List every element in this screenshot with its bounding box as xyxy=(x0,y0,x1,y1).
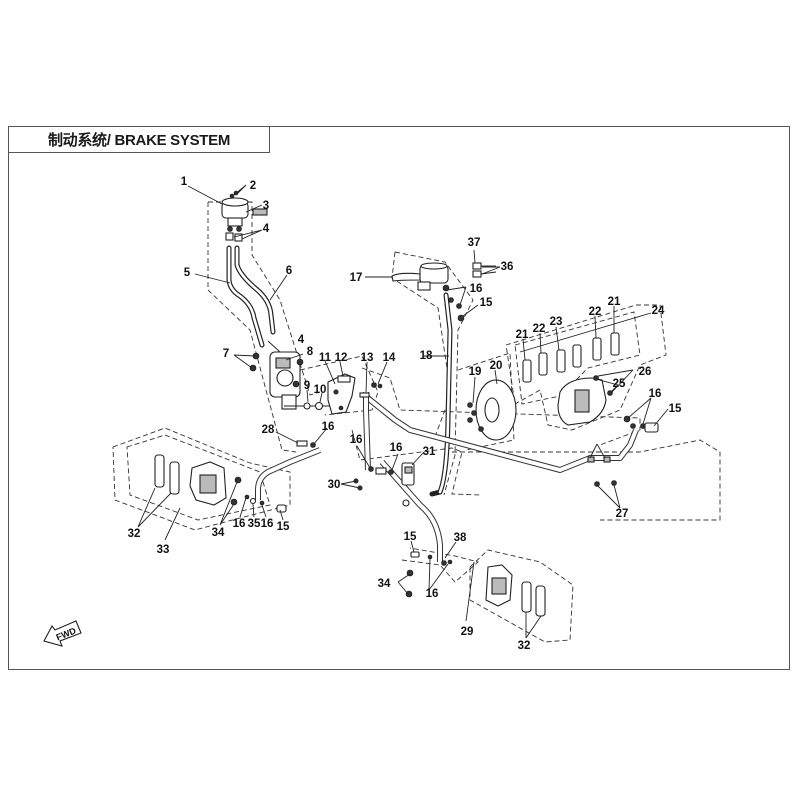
callout-4-upper: 4 xyxy=(263,223,270,235)
title-box: 制动系统/ BRAKE SYSTEM xyxy=(8,126,270,153)
handlebar-master-cylinder xyxy=(391,262,497,322)
callout-15-left: 15 xyxy=(277,521,290,533)
callout-16-left-a: 16 xyxy=(233,518,246,530)
callout-7: 7 xyxy=(223,348,229,360)
outline-pipe-bracket xyxy=(299,355,379,416)
callout-labels: 1 2 3 4 5 6 4 7 8 9 10 11 12 13 14 15 16… xyxy=(128,176,682,652)
hoses-and-pipes xyxy=(226,245,639,562)
outline-master-cylinder xyxy=(394,251,474,496)
forward-direction-arrow: FWD xyxy=(43,620,82,647)
callout-23: 23 xyxy=(550,316,563,328)
callout-27: 27 xyxy=(616,508,629,520)
callout-16-left-b: 16 xyxy=(261,518,274,530)
brake-fluid-reservoir xyxy=(221,190,268,242)
callout-16-valve-left: 16 xyxy=(350,434,363,446)
leader-lines-rear xyxy=(519,306,669,509)
callout-6: 6 xyxy=(286,265,292,277)
callout-18: 18 xyxy=(420,350,433,362)
callout-17: 17 xyxy=(350,272,363,284)
diagram-title: 制动系统/ BRAKE SYSTEM xyxy=(47,132,231,149)
reservoir-hose-6-core xyxy=(235,246,275,334)
callout-32-left: 32 xyxy=(128,528,141,540)
proportioning-valve xyxy=(353,462,415,507)
leader-lines-upper xyxy=(187,184,501,404)
rear-brake-pipe-core xyxy=(362,393,638,472)
outline-master-cylinder-left xyxy=(391,251,449,435)
callout-1: 1 xyxy=(181,176,188,188)
callout-14: 14 xyxy=(383,352,396,364)
callout-38: 38 xyxy=(454,532,467,544)
callout-12: 12 xyxy=(335,352,348,364)
callout-2: 2 xyxy=(250,180,256,192)
parts xyxy=(154,190,659,617)
right-front-pipe-core xyxy=(380,460,442,562)
outline-rear-pads xyxy=(514,311,641,405)
fwd-arrow-icon xyxy=(43,620,82,647)
callout-16-valve-right: 16 xyxy=(390,442,403,454)
callout-16-rear: 16 xyxy=(649,388,662,400)
group-outlines xyxy=(112,201,721,643)
callout-25: 25 xyxy=(613,378,626,390)
callout-28: 28 xyxy=(262,424,275,436)
callout-31: 31 xyxy=(423,446,436,458)
callout-19: 19 xyxy=(469,366,482,378)
outline-reservoir xyxy=(207,202,297,453)
callout-20: 20 xyxy=(490,360,503,372)
leader-lines xyxy=(137,184,669,639)
callout-15-rear: 15 xyxy=(669,403,682,415)
rear-brake-caliper xyxy=(557,375,659,433)
callout-36: 36 xyxy=(501,261,514,273)
callout-22-right: 22 xyxy=(589,306,602,318)
callout-32-right: 32 xyxy=(518,640,531,652)
brake-pedal-assembly xyxy=(249,351,342,411)
pedal-bracket xyxy=(327,373,356,415)
callout-5: 5 xyxy=(184,267,191,279)
callout-15-right: 15 xyxy=(404,531,417,543)
outline-right-caliper xyxy=(469,549,574,643)
fwd-label: FWD xyxy=(55,625,78,642)
outline-left-caliper xyxy=(126,434,271,521)
outline-left-caliper-outer xyxy=(112,427,291,531)
callout-24: 24 xyxy=(652,305,665,317)
callout-21-right: 21 xyxy=(608,296,621,308)
callout-26: 26 xyxy=(639,366,652,378)
pipe-clamps xyxy=(587,456,617,487)
callout-37: 37 xyxy=(468,237,481,249)
outline-rear-line-lower xyxy=(351,429,481,496)
leader-lines-lower xyxy=(137,427,542,639)
callout-30: 30 xyxy=(328,479,341,491)
callout-3: 3 xyxy=(263,200,269,212)
callout-29: 29 xyxy=(461,626,474,638)
outline-rear-line-right xyxy=(452,439,721,521)
callout-33: 33 xyxy=(157,544,170,556)
callout-16-right: 16 xyxy=(426,588,439,600)
callout-34-right: 34 xyxy=(378,578,391,590)
hose-clips xyxy=(359,382,383,398)
callout-15-master: 15 xyxy=(480,297,493,309)
callout-9: 9 xyxy=(304,380,310,392)
callout-22-left: 22 xyxy=(533,323,546,335)
callout-8: 8 xyxy=(307,346,314,358)
callout-13: 13 xyxy=(361,352,374,364)
outline-rear-pads-outer xyxy=(505,304,667,431)
callout-4-lower: 4 xyxy=(298,334,305,346)
callout-11: 11 xyxy=(319,352,332,364)
pipe-13-core xyxy=(364,392,370,471)
rear-brake-pads xyxy=(522,332,620,383)
callout-34-left: 34 xyxy=(212,527,225,539)
left-front-pipe-core xyxy=(256,448,321,500)
right-front-caliper xyxy=(405,551,546,617)
reservoir-hose-5-core xyxy=(227,246,264,347)
callout-16-pipe: 16 xyxy=(322,421,335,433)
rear-brake-disc xyxy=(467,379,517,441)
left-front-caliper xyxy=(154,440,316,513)
diagram-frame xyxy=(8,126,790,670)
callout-21-left: 21 xyxy=(516,329,529,341)
callout-10: 10 xyxy=(314,384,327,396)
left-front-pipe xyxy=(255,447,322,500)
front-brake-hose-18-core xyxy=(438,293,452,494)
callout-35: 35 xyxy=(248,518,261,530)
callout-16-master: 16 xyxy=(470,283,483,295)
